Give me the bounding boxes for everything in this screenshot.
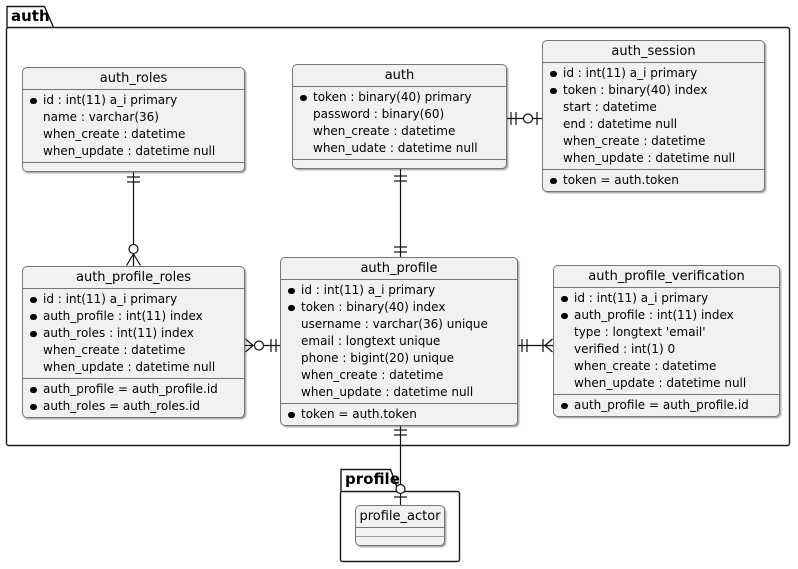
attribute: when_create : datetime (563, 134, 706, 148)
attribute: when_update : datetime null (563, 151, 736, 165)
relation-auth_profile--profile_actor (394, 425, 407, 505)
relation-auth_profile--auth_profile_verification (518, 338, 553, 353)
entity-title: auth_session (543, 41, 764, 63)
entity-attributes: id : int(11) a_i primary name : varchar(… (23, 90, 244, 162)
entity-keys: auth_profile = auth_profile.id (554, 394, 779, 416)
attribute: password : binary(60) (313, 107, 445, 121)
entity-title: profile_actor (356, 506, 444, 528)
attribute: when_create : datetime (313, 124, 456, 138)
attribute: when_create : datetime (301, 368, 444, 382)
key-constraint: token = auth.token (281, 406, 513, 423)
attribute: id : int(11) a_i primary (23, 92, 240, 109)
package-auth-label: auth (11, 7, 50, 25)
entity-title: auth_profile (281, 258, 517, 280)
relation-auth_profile_roles--auth_profile (245, 338, 280, 353)
attribute: token : binary(40) index (543, 82, 760, 99)
entity-profile-actor: profile_actor (355, 505, 445, 546)
attribute: id : int(11) a_i primary (281, 282, 513, 299)
entity-attributes: id : int(11) a_i primary auth_profile : … (554, 288, 779, 394)
entity-auth-profile-verification: auth_profile_verification id : int(11) a… (553, 265, 780, 417)
entity-keys (356, 537, 444, 545)
entity-attributes (356, 528, 444, 537)
attribute: end : datetime null (563, 117, 678, 131)
attribute: id : int(11) a_i primary (23, 291, 240, 308)
attribute: token : binary(40) primary (293, 89, 502, 106)
attribute: auth_profile : int(11) index (554, 307, 775, 324)
relation-auth--auth_session (507, 112, 542, 125)
attribute: when_create : datetime (43, 343, 186, 357)
attribute: when_update : datetime null (43, 360, 216, 374)
entity-keys (293, 159, 506, 168)
entity-auth: auth token : binary(40) primary password… (292, 64, 507, 169)
entity-keys: auth_profile = auth_profile.id auth_role… (23, 378, 244, 417)
attribute: id : int(11) a_i primary (543, 65, 760, 82)
crowfoot-icon (125, 253, 135, 266)
attribute: name : varchar(36) (43, 110, 159, 124)
zero-circle-icon (522, 113, 534, 124)
attribute: phone : bigint(20) unique (301, 351, 455, 365)
package-profile-label: profile (345, 470, 400, 488)
key-constraint: auth_profile = auth_profile.id (554, 397, 775, 414)
entity-title: auth_profile_roles (23, 267, 244, 289)
entity-auth-session: auth_session id : int(11) a_i primary to… (542, 40, 765, 192)
attribute: token : binary(40) index (281, 299, 513, 316)
attribute: when_update : datetime null (574, 376, 747, 390)
key-constraint: auth_roles = auth_roles.id (23, 398, 240, 415)
entity-keys: token = auth.token (543, 169, 764, 191)
entity-auth-profile-roles: auth_profile_roles id : int(11) a_i prim… (22, 266, 245, 418)
crowfoot-icon (544, 338, 553, 346)
entity-attributes: id : int(11) a_i primary auth_profile : … (23, 289, 244, 378)
attribute: when_udate : datetime null (313, 141, 478, 155)
attribute: when_create : datetime (574, 359, 717, 373)
attribute: auth_roles : int(11) index (23, 325, 240, 342)
attribute: username : varchar(36) unique (301, 317, 488, 331)
entity-attributes: token : binary(40) primary password : bi… (293, 87, 506, 159)
zero-circle-icon (395, 483, 406, 495)
attribute: email : longtext unique (301, 334, 441, 348)
relation-auth_roles--auth_profile_roles (125, 172, 142, 266)
key-constraint: auth_profile = auth_profile.id (23, 381, 240, 398)
entity-title: auth_roles (23, 68, 244, 90)
entity-keys: token = auth.token (281, 403, 517, 425)
attribute: id : int(11) a_i primary (554, 290, 775, 307)
entity-title: auth (293, 65, 506, 87)
attribute: verified : int(1) 0 (574, 342, 676, 356)
entity-keys (23, 162, 244, 171)
entity-auth-roles: auth_roles id : int(11) a_i primary name… (22, 67, 245, 172)
zero-circle-icon (253, 340, 265, 351)
entity-auth-profile: auth_profile id : int(11) a_i primary to… (280, 257, 518, 426)
attribute: when_create : datetime (43, 127, 186, 141)
entity-attributes: id : int(11) a_i primary token : binary(… (543, 63, 764, 169)
entity-attributes: id : int(11) a_i primary token : binary(… (281, 280, 517, 403)
entity-title: auth_profile_verification (554, 266, 779, 288)
zero-circle-icon (128, 243, 139, 255)
relation-auth--auth_profile (394, 169, 407, 257)
attribute: start : datetime (563, 100, 657, 114)
key-constraint: token = auth.token (543, 172, 760, 189)
attribute: when_update : datetime null (43, 144, 216, 158)
attribute: type : longtext 'email' (574, 325, 706, 339)
attribute: when_update : datetime null (301, 385, 474, 399)
attribute: auth_profile : int(11) index (23, 308, 240, 325)
package-auth-frame (5, 5, 791, 447)
crowfoot-icon (245, 338, 254, 346)
